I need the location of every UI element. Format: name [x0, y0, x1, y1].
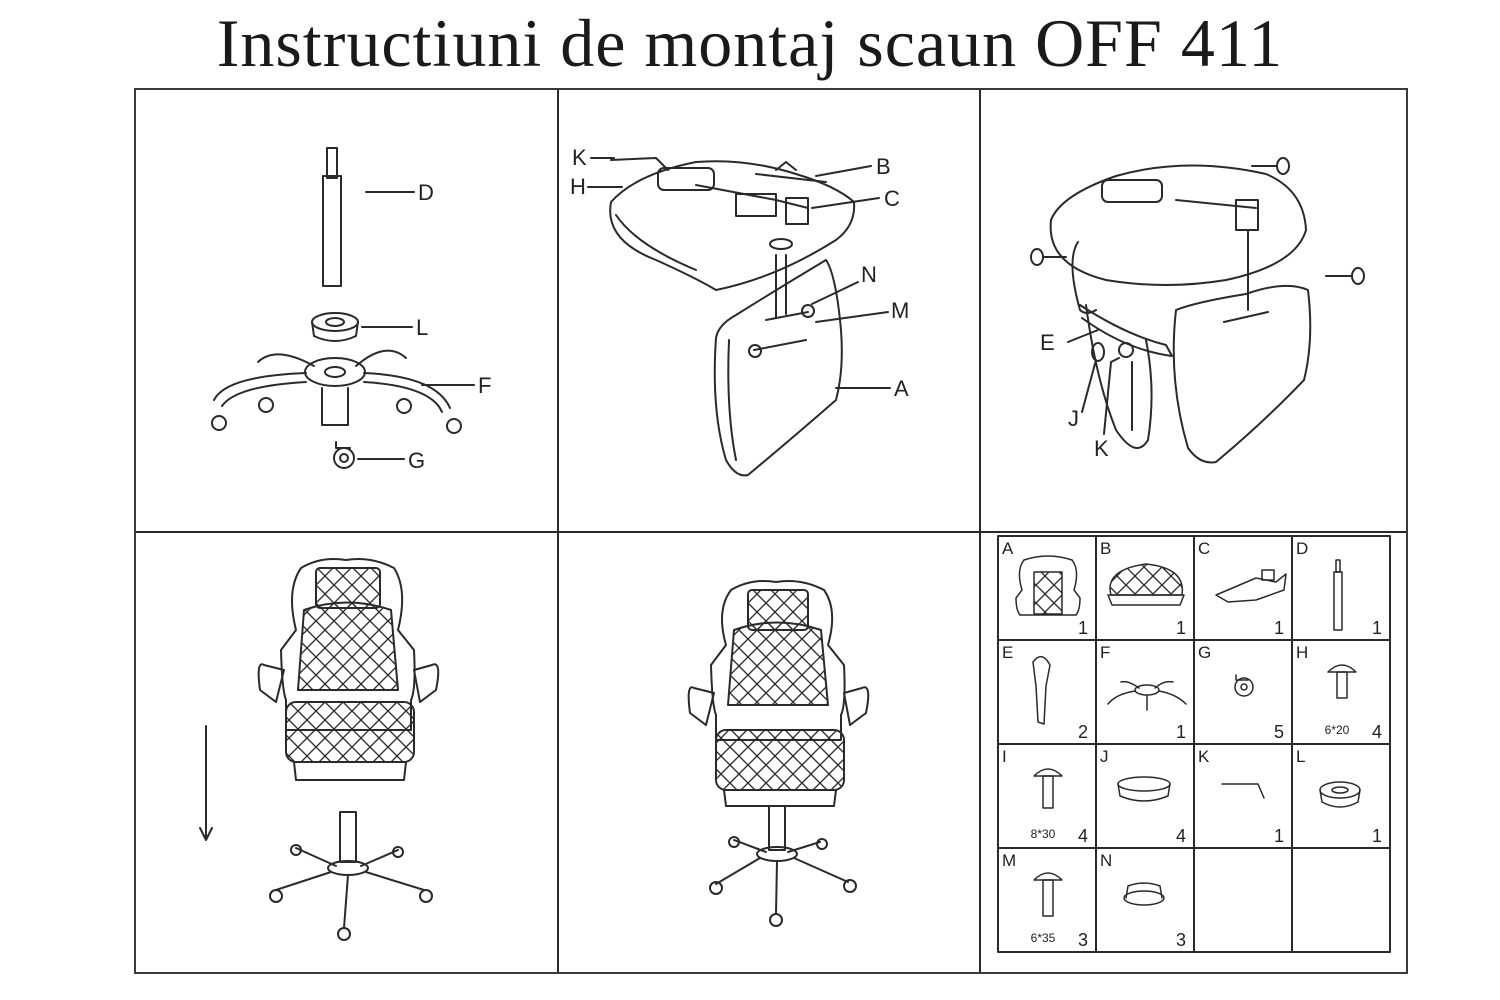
part-quantity: 4 [1176, 826, 1186, 846]
part-M-thumbnail [1033, 872, 1063, 917]
base-ring-drawing [311, 312, 359, 342]
part-G-thumbnail [1234, 674, 1254, 697]
label-K: K [572, 145, 587, 170]
part-J-thumbnail [1117, 776, 1171, 802]
label-M: M [891, 298, 909, 323]
armrest-drawing [1071, 241, 1173, 357]
part-F-thumbnail [1107, 680, 1187, 711]
part-C-thumbnail [1215, 569, 1287, 603]
page-title: Instructiuni de montaj scaun OFF 411 [216, 5, 1284, 81]
backrest-drawing [713, 238, 843, 477]
leader-line [815, 311, 889, 323]
part-D-thumbnail [1333, 559, 1343, 631]
part-letter: J [1100, 747, 1109, 766]
chair-front-drawing [257, 558, 440, 781]
part-letter: G [1198, 643, 1211, 662]
part-A-thumbnail [1015, 555, 1081, 616]
part-letter: A [1002, 539, 1014, 558]
assembly-diagram: D L F G [135, 89, 1407, 973]
part-quantity: 4 [1078, 826, 1088, 846]
part-quantity: 3 [1078, 930, 1088, 950]
part-quantity: 1 [1372, 618, 1382, 638]
part-quantity: 1 [1176, 618, 1186, 638]
part-L-thumbnail [1319, 781, 1361, 808]
part-H-thumbnail [1327, 664, 1357, 699]
label-D: D [418, 180, 434, 205]
instruction-sheet: D L F G [134, 88, 1408, 974]
part-letter: E [1002, 643, 1013, 662]
part-N-thumbnail [1123, 882, 1165, 906]
label-A: A [894, 376, 909, 401]
part-B-thumbnail [1107, 563, 1185, 606]
mechanism-drawing [657, 161, 827, 225]
backrest-assembled-drawing [1085, 284, 1312, 464]
leader-line [1067, 329, 1099, 343]
part-spec: 8*30 [1031, 827, 1056, 841]
arrow-head-icon [199, 827, 213, 841]
part-E-thumbnail [1032, 656, 1051, 725]
part-spec: 6*35 [1031, 931, 1056, 945]
screw-caps-drawing [1030, 157, 1365, 362]
part-quantity: 3 [1176, 930, 1186, 950]
part-letter: B [1100, 539, 1111, 558]
seat-bottom-drawing [609, 160, 856, 291]
label-F: F [478, 373, 491, 398]
leader-line [815, 165, 872, 177]
part-quantity: 5 [1274, 722, 1284, 742]
step1-base-assembly: D L F G [211, 147, 491, 473]
leader-line [811, 197, 880, 209]
step3-armrest-assembly: E J K [1030, 157, 1365, 464]
step2-seat-back-assembly: K H B C N M A [570, 145, 909, 477]
part-K-thumbnail [1221, 783, 1265, 799]
part-letter: C [1198, 539, 1210, 558]
part-spec: 6*20 [1325, 723, 1350, 737]
step5-finished-chair [687, 580, 870, 927]
star-base-drawing [211, 349, 462, 434]
leader-line [1081, 359, 1097, 413]
part-letter: F [1100, 643, 1110, 662]
part-I-thumbnail [1033, 768, 1063, 809]
label-N: N [861, 262, 877, 287]
part-letter: I [1002, 747, 1007, 766]
part-quantity: 4 [1372, 722, 1382, 742]
label-L: L [416, 315, 428, 340]
label-C: C [884, 186, 900, 211]
seat-assembled-drawing [1049, 164, 1307, 323]
label-G: G [408, 448, 425, 473]
allen-key-drawing [1103, 357, 1120, 435]
part-quantity: 1 [1078, 618, 1088, 638]
part-quantity: 1 [1372, 826, 1382, 846]
caster-drawing [333, 441, 355, 469]
base-with-gas-lift-drawing [269, 811, 433, 941]
part-letter: N [1100, 851, 1112, 870]
step4-mount-chair [199, 558, 440, 941]
part-letter: K [1198, 747, 1210, 766]
part-letter: D [1296, 539, 1308, 558]
part-quantity: 1 [1274, 618, 1284, 638]
label-B: B [876, 154, 891, 179]
part-quantity: 1 [1274, 826, 1284, 846]
label-E: E [1040, 330, 1055, 355]
part-letter: M [1002, 851, 1016, 870]
part-quantity: 2 [1078, 722, 1088, 742]
part-letter: H [1296, 643, 1308, 662]
leader-line [811, 281, 859, 305]
part-letter: L [1296, 747, 1305, 766]
allen-key-drawing [610, 157, 669, 171]
label-K: K [1094, 436, 1109, 461]
label-H: H [570, 174, 586, 199]
chair-finished-drawing [687, 580, 870, 927]
gas-lift-drawing [322, 147, 342, 287]
label-J: J [1068, 406, 1079, 431]
part-quantity: 1 [1176, 722, 1186, 742]
